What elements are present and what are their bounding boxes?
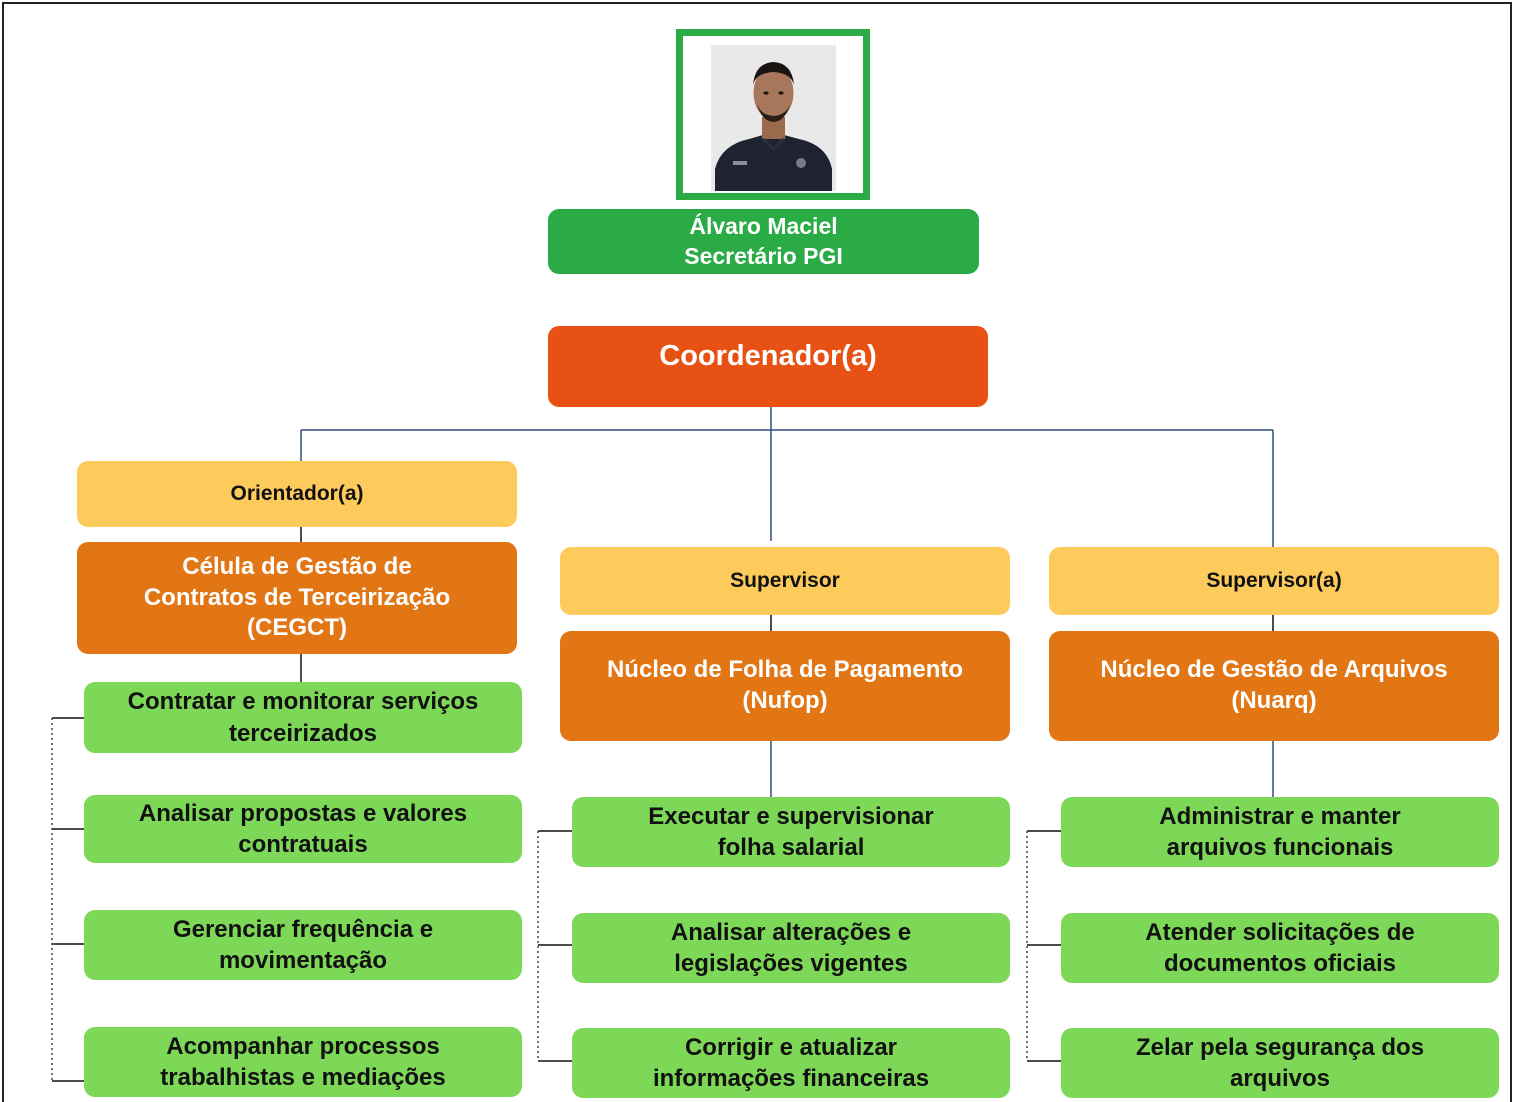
task-box: Corrigir e atualizar informações finance…: [572, 1028, 1010, 1098]
head-name: Álvaro Maciel: [689, 213, 838, 240]
task-box: Atender solicitações de documentos ofici…: [1061, 913, 1499, 983]
lead-box-nuarq: Supervisor(a): [1049, 547, 1499, 615]
task-box: Analisar propostas e valores contratuais: [84, 795, 522, 863]
task-box: Gerenciar frequência e movimentação: [84, 910, 522, 980]
task-box: Executar e supervisionar folha salarial: [572, 797, 1010, 867]
task-box: Administrar e manter arquivos funcionais: [1061, 797, 1499, 867]
task-box: Acompanhar processos trabalhistas e medi…: [84, 1027, 522, 1097]
profile-photo-frame: [676, 29, 870, 200]
unit-box-nuarq: Núcleo de Gestão de Arquivos (Nuarq): [1049, 631, 1499, 741]
unit-box-cegct: Célula de Gestão de Contratos de Terceir…: [77, 542, 517, 654]
profile-photo: [711, 45, 836, 191]
task-box: Contratar e monitorar serviços terceiriz…: [84, 682, 522, 753]
task-box: Analisar alterações e legislações vigent…: [572, 913, 1010, 983]
unit-box-nufop: Núcleo de Folha de Pagamento (Nufop): [560, 631, 1010, 741]
head-box: Álvaro Maciel Secretário PGI: [548, 209, 979, 274]
lead-box-nufop: Supervisor: [560, 547, 1010, 615]
task-box: Zelar pela segurança dos arquivos: [1061, 1028, 1499, 1098]
coordinator-box: Coordenador(a): [548, 326, 988, 407]
head-role: Secretário PGI: [684, 242, 843, 269]
lead-box-cegct: Orientador(a): [77, 461, 517, 527]
